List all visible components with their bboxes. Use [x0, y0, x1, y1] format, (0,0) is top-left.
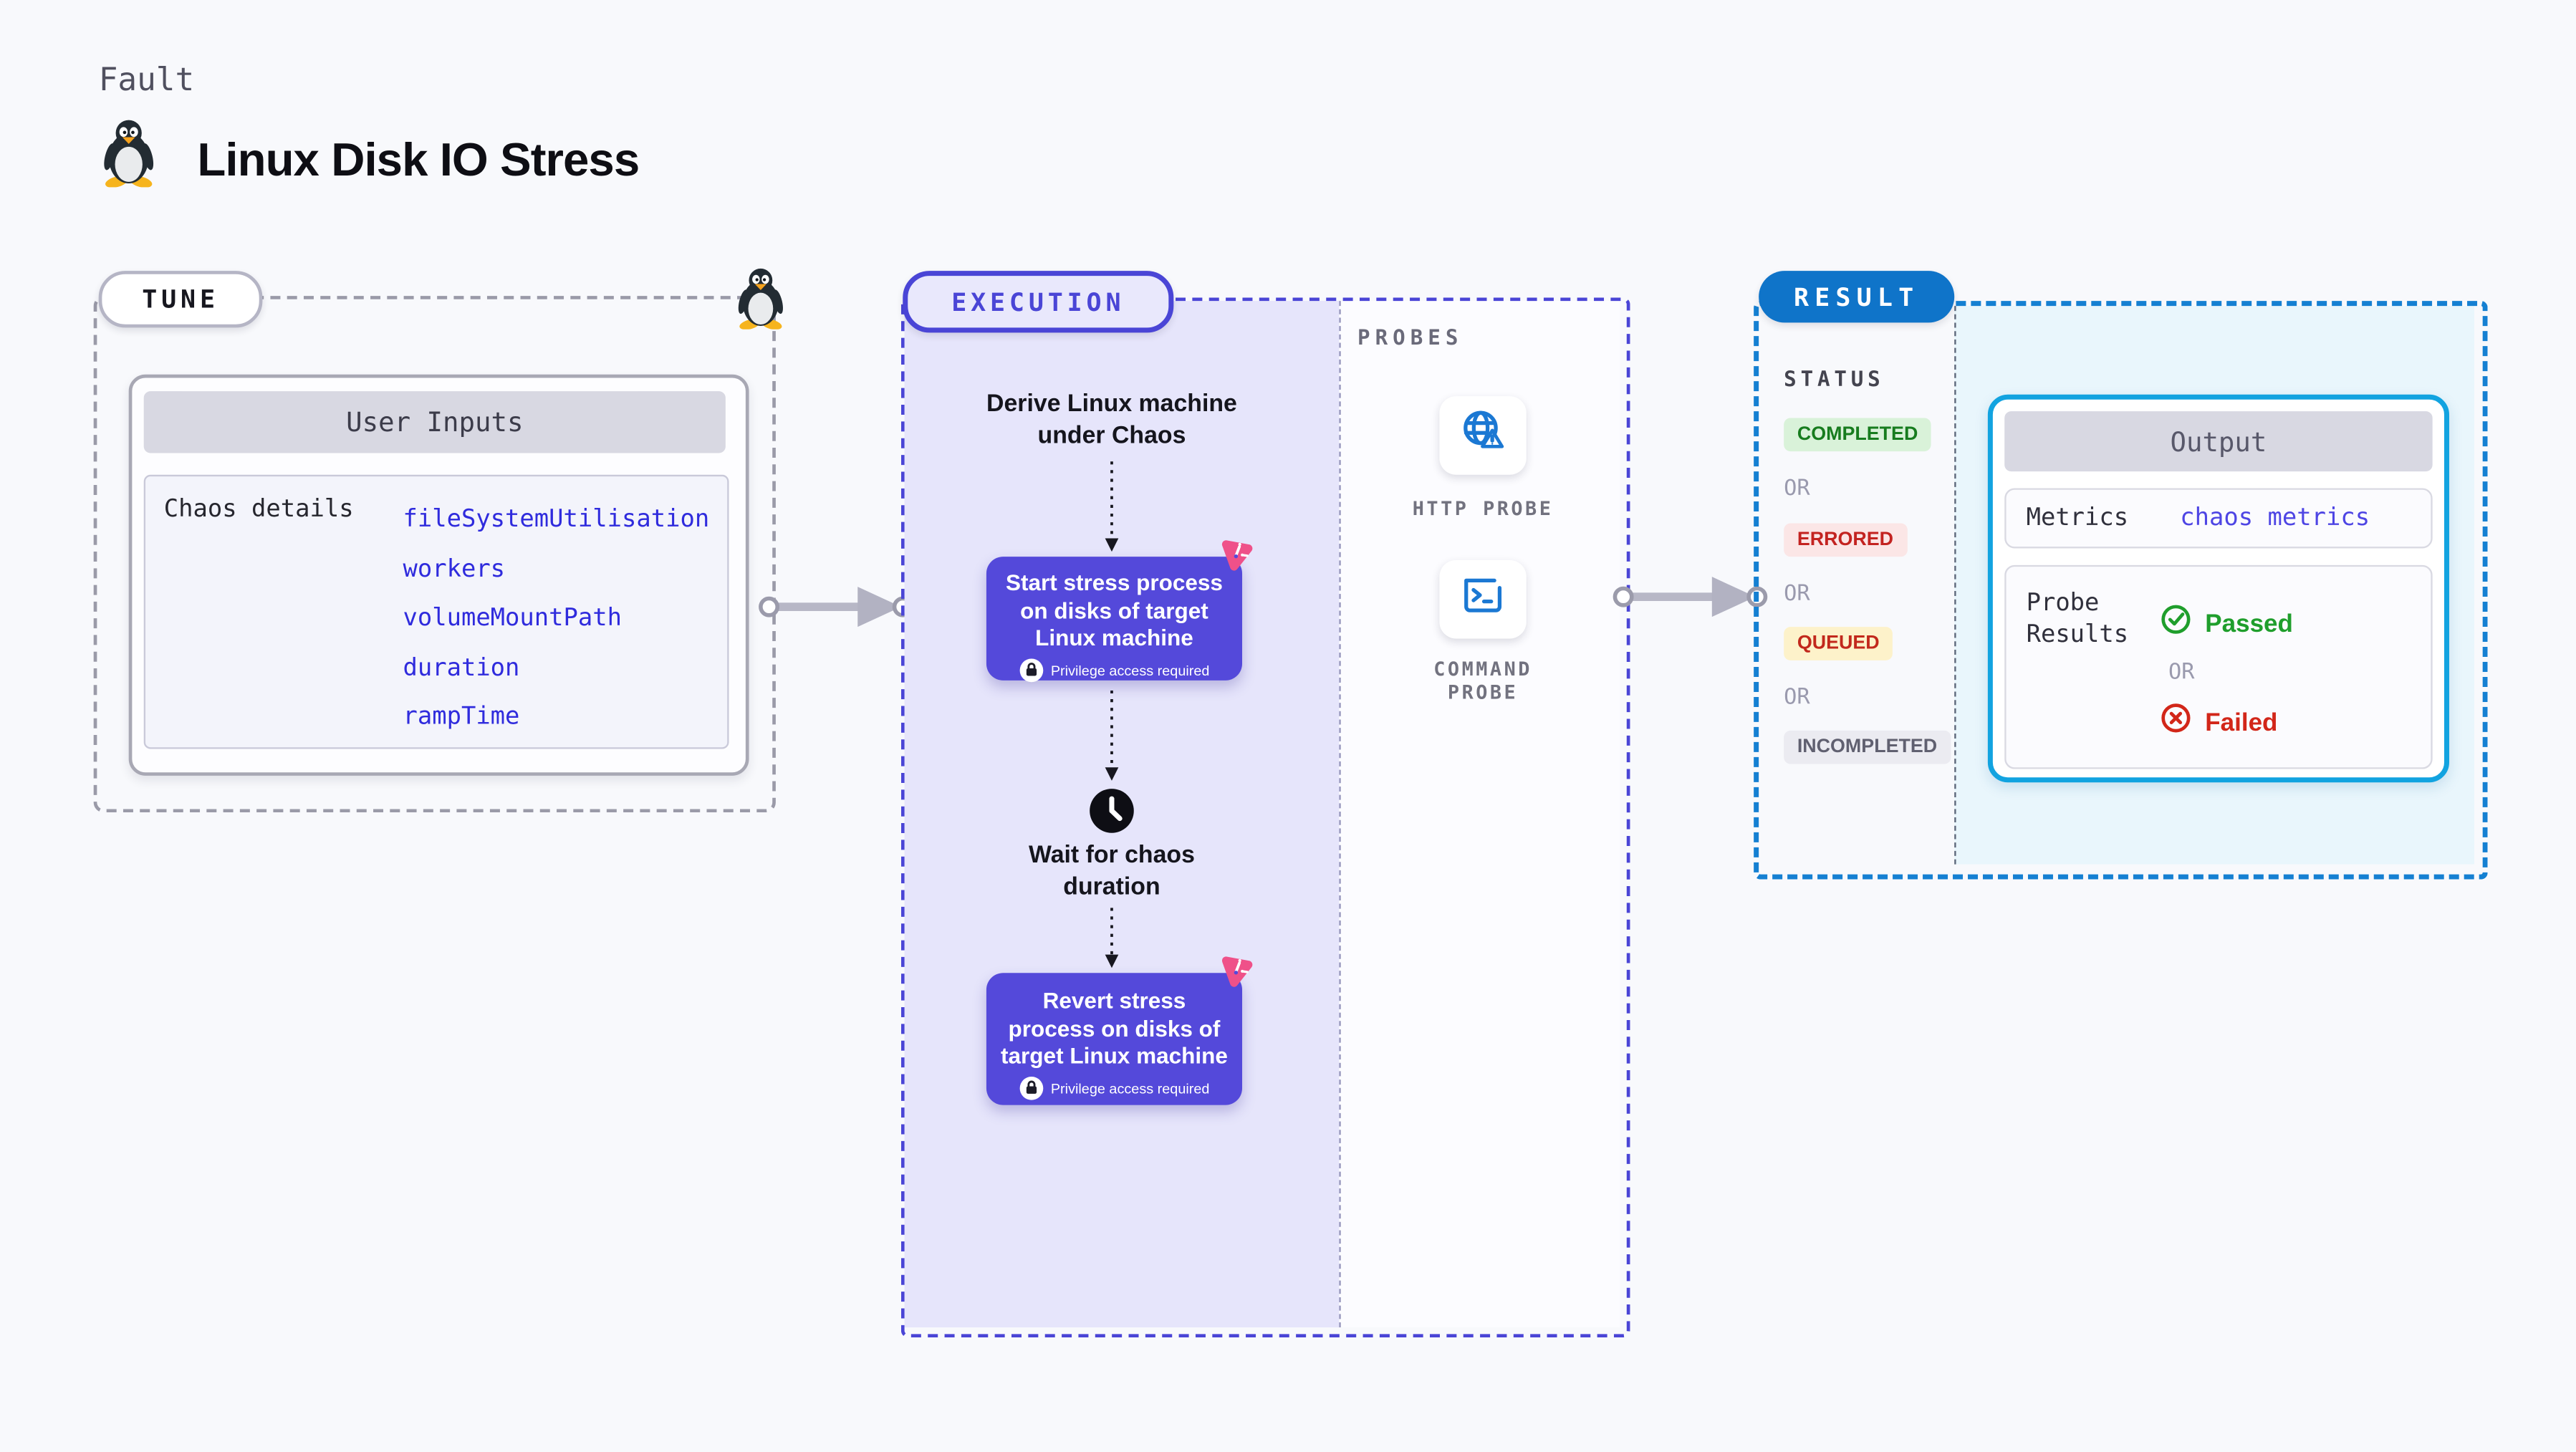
- start-line3: Linux machine: [1035, 625, 1193, 650]
- probe-results-label: Probe Results: [2027, 588, 2129, 652]
- passed-label: Passed: [2205, 609, 2293, 638]
- wait-step-text: Wait for chaos duration: [978, 841, 1245, 905]
- page-title: Linux Disk IO Stress: [197, 133, 640, 186]
- result-section-frame: [1754, 301, 2488, 880]
- passed-row: Passed: [2160, 604, 2293, 644]
- user-inputs-title: User Inputs: [346, 406, 524, 438]
- command-probe-line2: PROBE: [1447, 680, 1519, 704]
- probe-results-line1: Probe: [2026, 590, 2100, 617]
- tune-section-badge: TUNE: [98, 271, 263, 328]
- input-value: duration: [403, 654, 520, 682]
- metrics-row: Metrics chaos metrics: [2004, 488, 2433, 549]
- connector-arrow-probes-result: [1612, 573, 1769, 620]
- connector-arrow-tune-execution: [757, 583, 914, 630]
- execution-section-frame: [900, 297, 1630, 1338]
- failed-row: Failed: [2160, 702, 2293, 742]
- tux-penguin-small-icon: [732, 266, 789, 330]
- input-value: rampTime: [403, 703, 520, 731]
- probe-results-line2: Results: [2026, 622, 2129, 649]
- user-inputs-table: [143, 474, 729, 749]
- check-circle-icon: [2160, 604, 2191, 644]
- probes-zone-label: PROBES: [1357, 324, 1464, 350]
- or-separator: OR: [1784, 685, 1810, 711]
- input-value: fileSystemUtilisation: [403, 506, 710, 534]
- user-inputs-header: User Inputs: [143, 391, 726, 453]
- command-probe-card: [1439, 559, 1527, 639]
- terminal-icon: [1458, 570, 1508, 629]
- status-badge-queued: QUEUED: [1784, 627, 1893, 660]
- input-value: volumeMountPath: [403, 605, 623, 633]
- revert-stress-step-card: Revert stress process on disks of target…: [986, 973, 1243, 1105]
- status-badge-errored: ERRORED: [1784, 523, 1907, 557]
- probe-results-row: Probe Results Passed OR: [2004, 564, 2433, 769]
- x-circle-icon: [2160, 702, 2191, 742]
- execution-section-badge: EXECUTION: [903, 271, 1174, 333]
- status-badge-completed: COMPLETED: [1784, 418, 1932, 452]
- dotted-arrow-icon: [1102, 690, 1122, 781]
- derive-step-text: Derive Linux machine under Chaos: [945, 390, 1279, 453]
- privilege-note: Privilege access required: [1050, 661, 1210, 678]
- derive-line2: under Chaos: [1037, 423, 1186, 450]
- wait-line1: Wait for chaos: [1029, 842, 1195, 870]
- lock-icon: [1019, 658, 1043, 682]
- globe-alert-icon: [1456, 405, 1510, 466]
- probe-results-values: Passed OR Failed: [2160, 604, 2293, 743]
- status-column-title: STATUS: [1784, 366, 1885, 392]
- http-probe-card: [1439, 396, 1527, 475]
- chaos-litmus-icon: [1215, 532, 1259, 576]
- wait-line2: duration: [1063, 874, 1160, 901]
- output-card-header: Output: [2004, 411, 2433, 472]
- or-separator: OR: [1784, 476, 1810, 502]
- status-list: COMPLETED OR ERRORED OR QUEUED OR INCOMP…: [1784, 418, 1951, 764]
- revert-line3: target Linux machine: [1001, 1043, 1228, 1069]
- failed-label: Failed: [2205, 708, 2278, 737]
- revert-line1: Revert stress: [1042, 988, 1186, 1014]
- metrics-label: Metrics: [2026, 504, 2129, 531]
- user-inputs-row-label: Chaos details: [163, 496, 354, 524]
- dotted-arrow-icon: [1102, 908, 1122, 968]
- input-value: workers: [403, 555, 506, 583]
- start-stress-step-card: Start stress process on disks of target …: [986, 557, 1243, 682]
- http-probe-label: HTTP PROBE: [1412, 496, 1554, 520]
- derive-line1: Derive Linux machine: [986, 391, 1237, 418]
- clock-icon: [1088, 787, 1135, 834]
- tune-section-frame: [93, 296, 776, 813]
- chaos-litmus-icon: [1215, 948, 1259, 992]
- tune-badge-label: TUNE: [142, 284, 219, 314]
- execution-badge-label: EXECUTION: [951, 287, 1125, 317]
- user-inputs-values: fileSystemUtilisation workers volumeMoun…: [403, 496, 709, 743]
- privilege-note: Privilege access required: [1050, 1079, 1210, 1096]
- command-probe-line1: COMMAND: [1433, 657, 1532, 681]
- lock-icon: [1019, 1075, 1043, 1100]
- revert-line2: process on disks of: [1008, 1015, 1221, 1041]
- tux-penguin-icon: [97, 117, 160, 188]
- result-badge-label: RESULT: [1793, 282, 1920, 312]
- start-line1: Start stress process: [1005, 569, 1223, 595]
- command-probe-label: COMMAND PROBE: [1391, 657, 1575, 703]
- fault-category-label: Fault: [98, 62, 195, 99]
- dotted-arrow-icon: [1102, 461, 1122, 552]
- output-title: Output: [2170, 425, 2267, 458]
- result-section-badge: RESULT: [1759, 271, 1955, 323]
- or-separator: OR: [1784, 582, 1810, 607]
- metrics-value: chaos metrics: [2180, 504, 2370, 532]
- or-separator: OR: [2168, 660, 2195, 686]
- status-badge-incompleted: INCOMPLETED: [1784, 730, 1951, 764]
- start-line2: on disks of target: [1020, 597, 1208, 623]
